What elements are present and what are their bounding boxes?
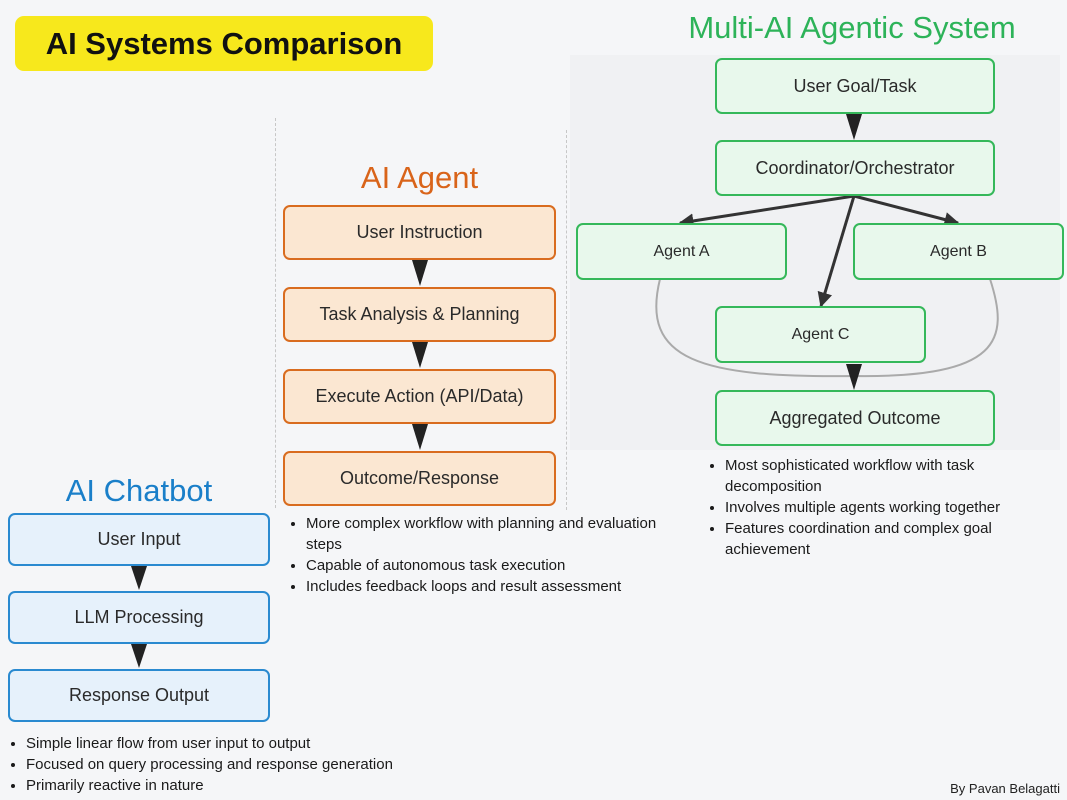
arrow-to-agent-b	[853, 194, 960, 227]
chatbot-heading: AI Chatbot	[65, 473, 213, 508]
arrow-chatbot-1	[131, 566, 147, 590]
divider-right	[566, 130, 567, 510]
page-title: AI Systems Comparison	[15, 16, 433, 71]
multi-agent-a-box: Agent A	[576, 223, 787, 280]
agent-note: Capable of autonomous task execution	[306, 555, 676, 576]
arrow-goal-coordinator	[846, 114, 862, 140]
agent-step-task-analysis: Task Analysis & Planning	[283, 287, 556, 342]
chatbot-note: Focused on query processing and response…	[26, 754, 466, 775]
agent-note: Includes feedback loops and result asses…	[306, 576, 676, 597]
chatbot-step-user-input: User Input	[8, 513, 270, 566]
chatbot-notes: Simple linear flow from user input to ou…	[8, 733, 466, 796]
chatbot-step-response-output: Response Output	[8, 669, 270, 722]
multi-agent-c-box: Agent C	[715, 306, 926, 363]
agent-heading: AI Agent	[360, 160, 479, 195]
multi-outcome-box: Aggregated Outcome	[715, 390, 995, 446]
multi-note: Most sophisticated workflow with task de…	[725, 455, 1067, 497]
multi-agent-b-box: Agent B	[853, 223, 1064, 280]
multi-note: Involves multiple agents working togethe…	[725, 497, 1067, 518]
chatbot-note: Primarily reactive in nature	[26, 775, 466, 796]
agent-note: More complex workflow with planning and …	[306, 513, 676, 555]
multi-note: Features coordination and complex goal a…	[725, 518, 1067, 560]
arrow-c-outcome	[846, 364, 862, 390]
arrow-agent-1	[412, 260, 428, 286]
chatbot-step-llm-processing: LLM Processing	[8, 591, 270, 644]
arrow-chatbot-2	[131, 644, 147, 668]
divider-left	[275, 118, 276, 508]
arrow-to-agent-c	[817, 195, 856, 308]
agent-step-user-instruction: User Instruction	[283, 205, 556, 260]
chatbot-note: Simple linear flow from user input to ou…	[26, 733, 466, 754]
multi-goal-box: User Goal/Task	[715, 58, 995, 114]
arrow-agent-2	[412, 342, 428, 368]
arrow-agent-3	[412, 424, 428, 450]
multi-coordinator-box: Coordinator/Orchestrator	[715, 140, 995, 196]
author-credit: By Pavan Belagatti	[950, 781, 1060, 796]
agent-step-outcome: Outcome/Response	[283, 451, 556, 506]
agent-notes: More complex workflow with planning and …	[288, 513, 676, 597]
multi-heading: Multi-AI Agentic System	[688, 10, 1016, 45]
arrow-to-agent-a	[678, 194, 855, 229]
agent-step-execute-action: Execute Action (API/Data)	[283, 369, 556, 424]
multi-notes: Most sophisticated workflow with task de…	[707, 455, 1067, 560]
